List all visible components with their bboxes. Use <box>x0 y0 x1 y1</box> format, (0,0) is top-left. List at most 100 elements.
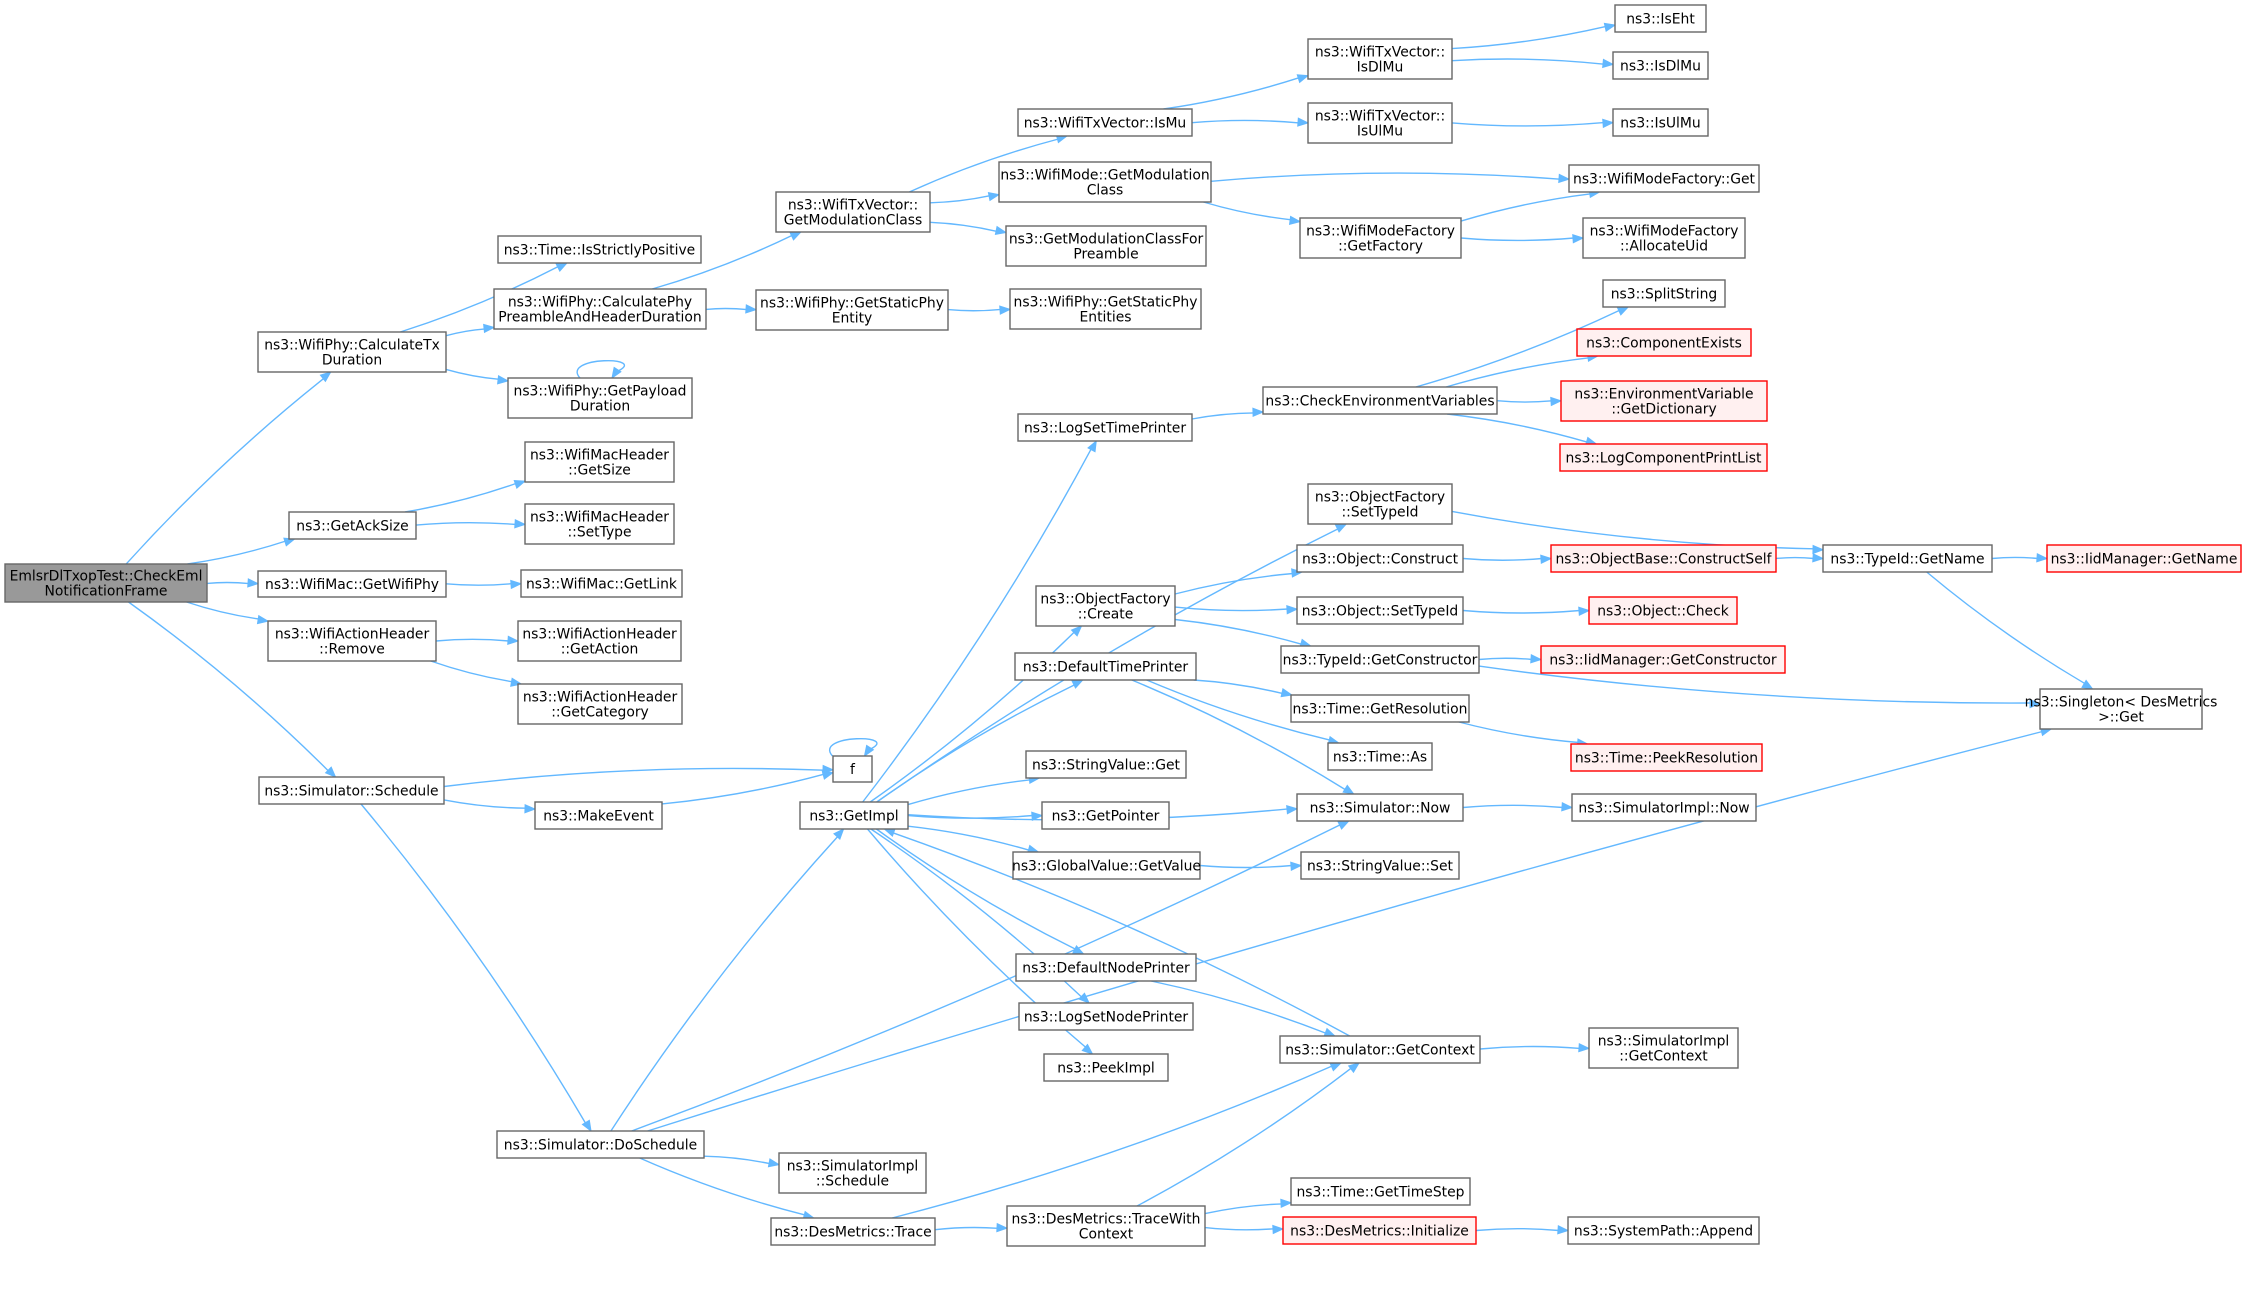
node-logSetTime[interactable]: ns3::LogSetTimePrinter <box>1017 413 1193 442</box>
node-label: ns3::WifiModeFactory::Get <box>1573 172 1756 188</box>
node-label: ns3::WifiActionHeader <box>522 627 677 643</box>
node-label: ns3::CheckEnvironmentVariables <box>1265 394 1494 410</box>
node-timeAs[interactable]: ns3::Time::As <box>1327 742 1433 771</box>
node-box <box>1550 544 1777 573</box>
edge-calcTx-to-calcPre <box>445 323 496 337</box>
node-mfAlloc[interactable]: ns3::WifiModeFactory::AllocateUid <box>1582 217 1746 259</box>
node-getAck[interactable]: ns3::GetAckSize <box>288 511 417 540</box>
node-getCategory[interactable]: ns3::WifiActionHeader::GetCategory <box>517 683 683 725</box>
node-layer: EmlsrDlTxopTest::CheckEmlNotificationFra… <box>4 4 2242 1247</box>
node-sysPathAppend[interactable]: ns3::SystemPath::Append <box>1567 1216 1760 1245</box>
node-getAction[interactable]: ns3::WifiActionHeader::GetAction <box>517 620 682 662</box>
edge-getAck-to-macGetSize <box>404 480 527 513</box>
node-calcPre[interactable]: ns3::WifiPhy::CalculatePhyPreambleAndHea… <box>493 288 707 330</box>
node-modeModClass[interactable]: ns3::WifiMode::GetModulationClass <box>998 161 1212 203</box>
node-checkEnv[interactable]: ns3::CheckEnvironmentVariables <box>1262 386 1498 415</box>
node-box <box>1822 544 1993 573</box>
node-root[interactable]: EmlsrDlTxopTest::CheckEmlNotificationFra… <box>4 563 208 603</box>
node-isDlMu[interactable]: ns3::IsDlMu <box>1612 51 1709 80</box>
edge-defTime-to-timeGetRes <box>1193 679 1294 698</box>
node-isUlMu[interactable]: ns3::IsUlMu <box>1612 108 1709 137</box>
node-tidGetName[interactable]: ns3::TypeId::GetName <box>1822 544 1993 573</box>
node-iidGetName[interactable]: ns3::IidManager::GetName <box>2046 544 2242 573</box>
node-simNow[interactable]: ns3::Simulator::Now <box>1296 793 1464 822</box>
node-label: ns3::WifiTxVector:: <box>1315 109 1445 125</box>
node-timePeekRes[interactable]: ns3::Time::PeekResolution <box>1570 743 1763 772</box>
node-isStrictly[interactable]: ns3::Time::IsStrictlyPositive <box>497 235 702 264</box>
node-isMu[interactable]: ns3::WifiTxVector::IsMu <box>1017 108 1193 137</box>
node-objCheck[interactable]: ns3::Object::Check <box>1588 596 1738 625</box>
node-timeStep[interactable]: ns3::Time::GetTimeStep <box>1290 1177 1471 1206</box>
node-getImpl[interactable]: ns3::GetImpl <box>799 801 909 830</box>
node-mfGetFactory[interactable]: ns3::WifiModeFactory::GetFactory <box>1299 217 1462 259</box>
node-getModClass[interactable]: ns3::WifiTxVector::GetModulationClass <box>775 191 931 233</box>
node-simGetCtx[interactable]: ns3::Simulator::GetContext <box>1279 1035 1481 1064</box>
node-isDlMuV[interactable]: ns3::WifiTxVector::IsDlMu <box>1307 38 1453 80</box>
node-isUlMuV[interactable]: ns3::WifiTxVector::IsUlMu <box>1307 102 1453 144</box>
node-box <box>524 503 675 545</box>
node-label: ::Create <box>1078 607 1134 623</box>
node-remove[interactable]: ns3::WifiActionHeader::Remove <box>267 620 437 662</box>
node-box <box>775 191 931 233</box>
node-objSetTypeId[interactable]: ns3::Object::SetTypeId <box>1296 596 1464 625</box>
node-ofSetTypeId[interactable]: ns3::ObjectFactory::SetTypeId <box>1307 483 1453 525</box>
node-mfGet[interactable]: ns3::WifiModeFactory::Get <box>1568 164 1760 193</box>
node-desTrace[interactable]: ns3::DesMetrics::Trace <box>770 1217 936 1246</box>
node-getWifiPhy[interactable]: ns3::WifiMac::GetWifiPhy <box>257 570 447 598</box>
node-label: ::GetContext <box>1619 1049 1708 1065</box>
node-svSet[interactable]: ns3::StringValue::Set <box>1300 851 1460 880</box>
node-macSetType[interactable]: ns3::WifiMacHeader::SetType <box>524 503 675 545</box>
node-logCompPrint[interactable]: ns3::LogComponentPrintList <box>1559 443 1768 472</box>
node-ofCreate[interactable]: ns3::ObjectFactory::Create <box>1035 585 1176 627</box>
edge-getImpl-to-defTime <box>876 679 1084 803</box>
node-obConstructSelf[interactable]: ns3::ObjectBase::ConstructSelf <box>1550 544 1777 573</box>
edge-schedule-to-doSchedule <box>360 803 592 1133</box>
node-iidGetCons[interactable]: ns3::IidManager::GetConstructor <box>1540 645 1786 674</box>
node-label: ns3::WifiActionHeader <box>523 690 678 706</box>
node-box <box>1035 585 1176 627</box>
node-makeEvent[interactable]: ns3::MakeEvent <box>534 801 663 830</box>
node-defTime[interactable]: ns3::DefaultTimePrinter <box>1014 652 1197 681</box>
node-tidGetCons[interactable]: ns3::TypeId::GetConstructor <box>1280 645 1480 674</box>
node-desInit[interactable]: ns3::DesMetrics::Initialize <box>1282 1216 1477 1245</box>
node-box <box>1307 102 1453 144</box>
node-label: Duration <box>570 399 630 415</box>
node-simImplNow[interactable]: ns3::SimulatorImpl::Now <box>1571 793 1757 822</box>
edge-logSetTime-to-checkEnv <box>1191 407 1265 420</box>
node-box <box>1041 801 1170 830</box>
node-logSetNode[interactable]: ns3::LogSetNodePrinter <box>1018 1002 1194 1031</box>
node-getPointer[interactable]: ns3::GetPointer <box>1041 801 1170 830</box>
node-envDict[interactable]: ns3::EnvironmentVariable::GetDictionary <box>1560 380 1768 422</box>
node-peekImpl[interactable]: ns3::PeekImpl <box>1043 1053 1169 1082</box>
edge-staticPhyEntity-to-staticPhyEntities <box>947 305 1012 315</box>
node-label: f <box>850 762 856 778</box>
node-label: ns3::Simulator::GetContext <box>1285 1043 1475 1059</box>
node-macGetSize[interactable]: ns3::WifiMacHeader::GetSize <box>524 441 675 483</box>
node-singletonGet[interactable]: ns3::Singleton< DesMetrics>::Get <box>2025 688 2218 730</box>
node-label: ns3::DefaultTimePrinter <box>1023 660 1188 676</box>
node-simImplSchedule[interactable]: ns3::SimulatorImpl::Schedule <box>778 1152 927 1194</box>
node-getLink[interactable]: ns3::WifiMac::GetLink <box>520 569 683 598</box>
node-gvGetValue[interactable]: ns3::GlobalValue::GetValue <box>1012 851 1201 880</box>
node-objConstruct[interactable]: ns3::Object::Construct <box>1296 544 1464 573</box>
node-schedule[interactable]: ns3::Simulator::Schedule <box>258 776 445 805</box>
node-svGet[interactable]: ns3::StringValue::Get <box>1025 750 1187 779</box>
node-compExists[interactable]: ns3::ComponentExists <box>1576 328 1752 357</box>
node-isEht[interactable]: ns3::IsEht <box>1614 4 1707 33</box>
node-box <box>2046 544 2242 573</box>
node-timeGetRes[interactable]: ns3::Time::GetResolution <box>1290 694 1470 723</box>
node-splitString[interactable]: ns3::SplitString <box>1602 279 1726 308</box>
node-doSchedule[interactable]: ns3::Simulator::DoSchedule <box>496 1130 705 1159</box>
node-box <box>832 755 873 783</box>
node-simImplGetCtx[interactable]: ns3::SimulatorImpl::GetContext <box>1588 1027 1739 1069</box>
node-label: Preamble <box>1073 247 1138 263</box>
node-defNode[interactable]: ns3::DefaultNodePrinter <box>1015 953 1197 982</box>
node-box <box>1296 596 1464 625</box>
node-f[interactable]: f <box>832 755 873 783</box>
